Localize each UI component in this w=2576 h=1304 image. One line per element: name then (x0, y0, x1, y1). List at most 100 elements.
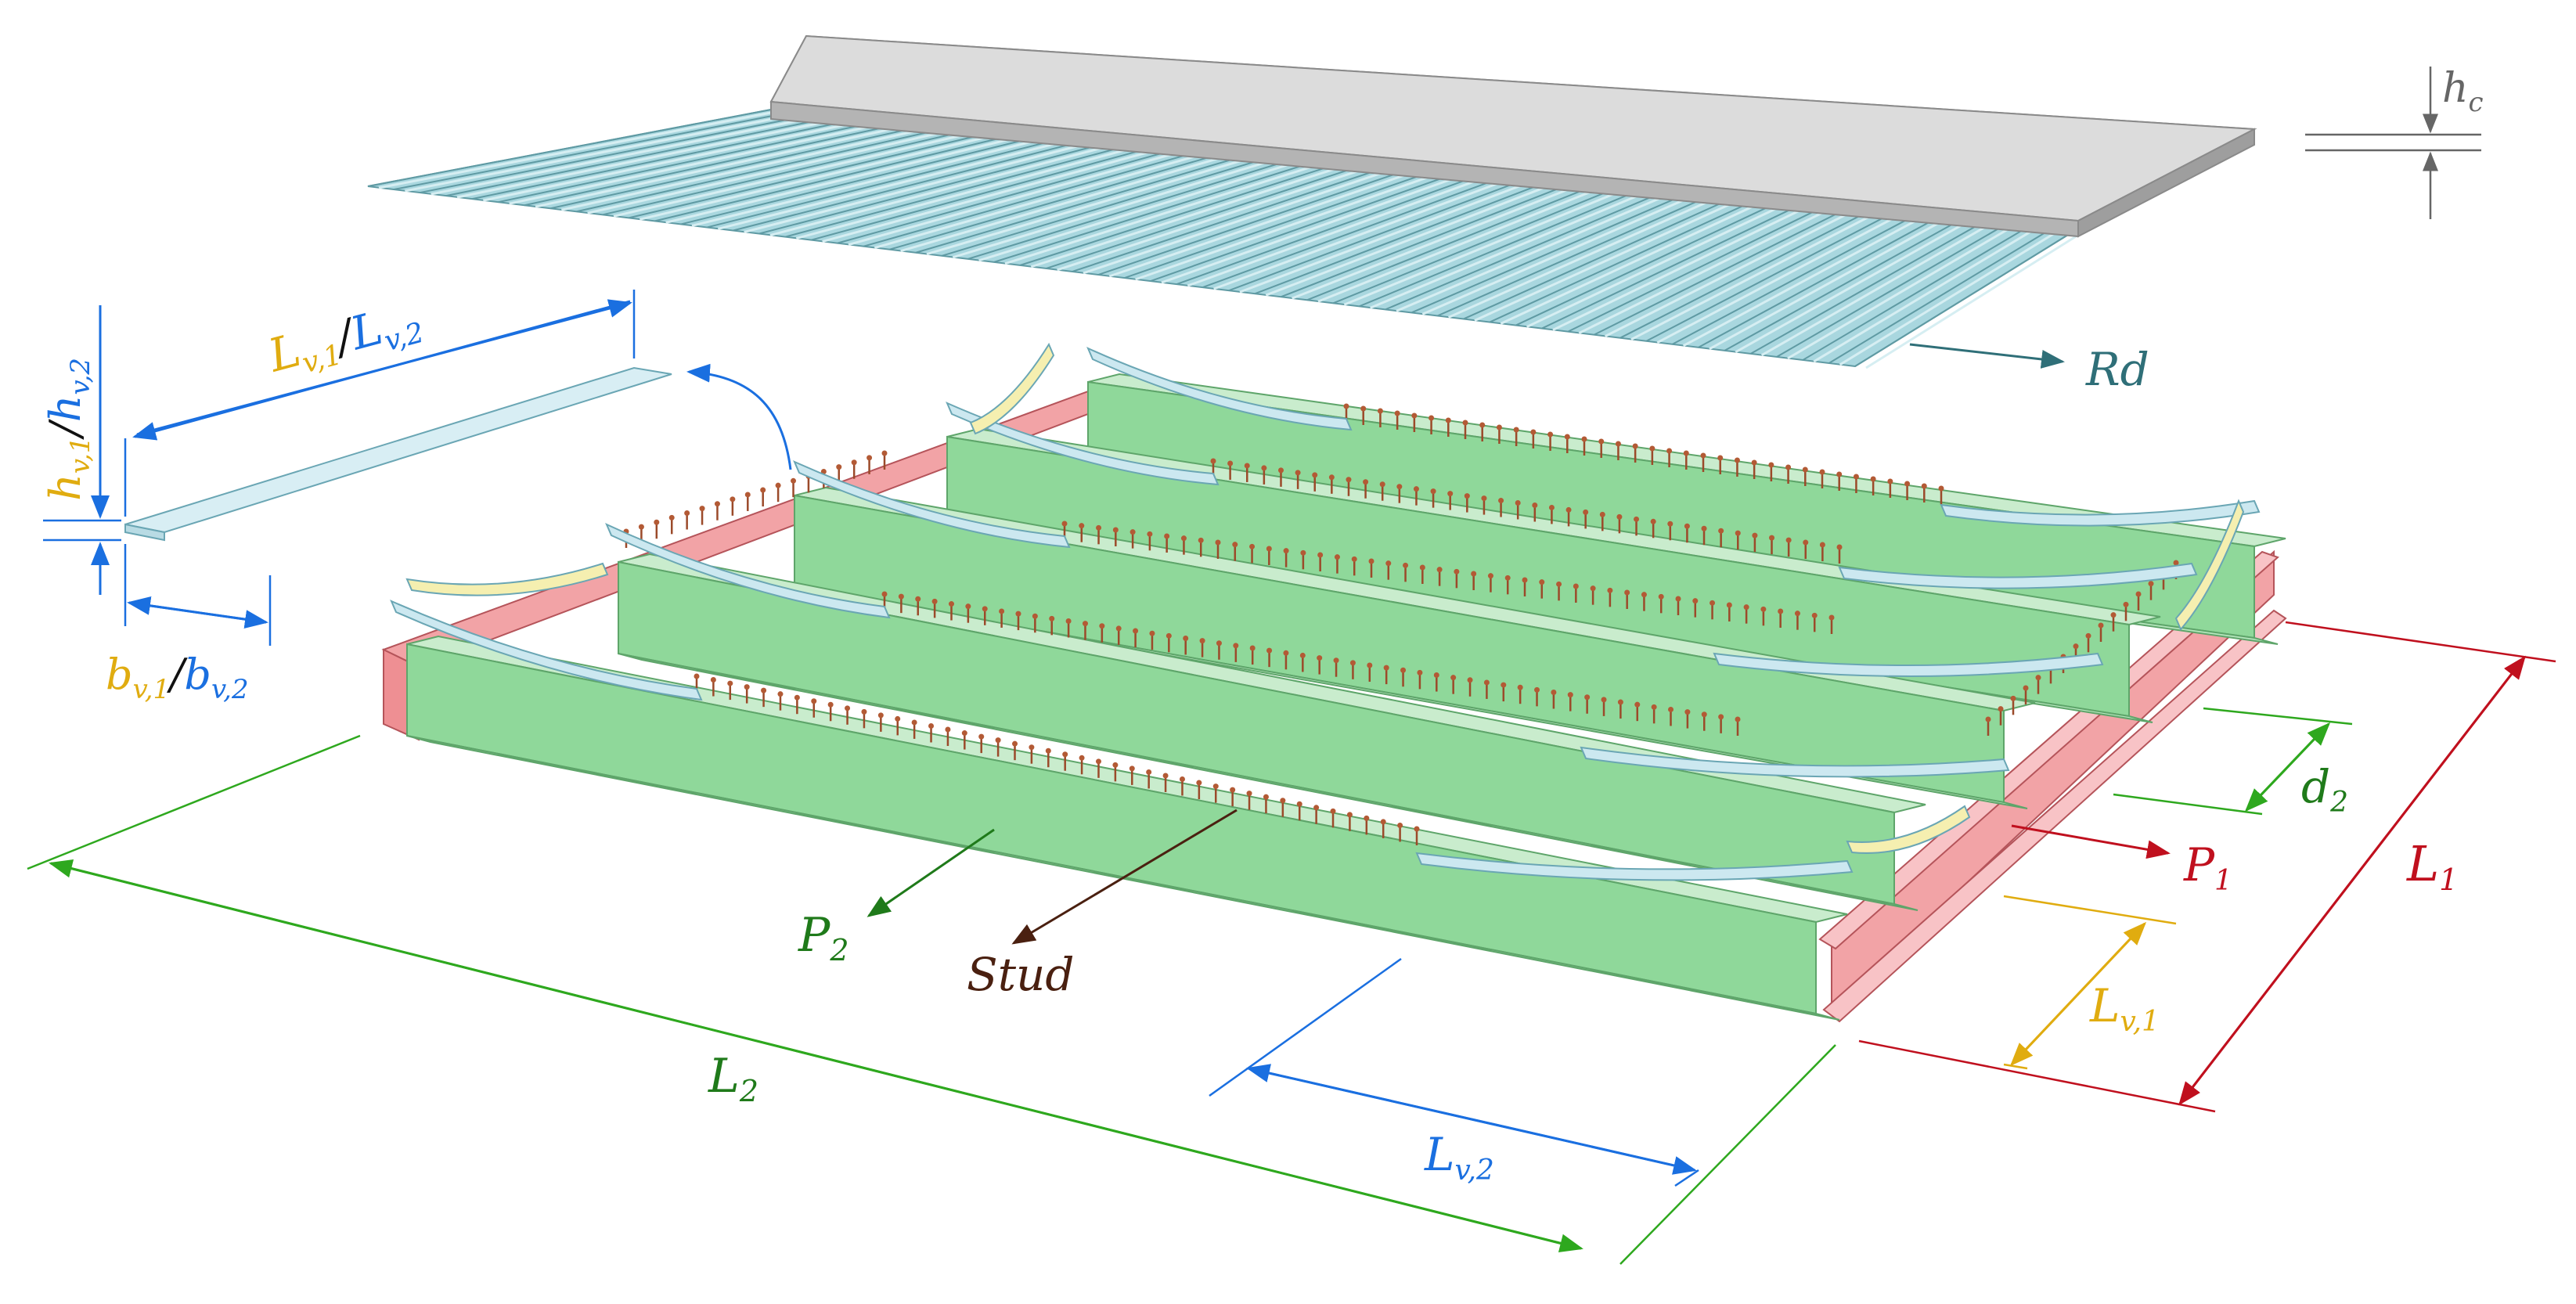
deck-rib-line (733, 138, 1093, 232)
stud-head (948, 601, 954, 607)
deck-rib-highlight (874, 149, 1216, 250)
deck-rib-highlight (1787, 222, 2018, 360)
deck-rib-highlight (1604, 207, 1857, 337)
stud-head (744, 492, 751, 498)
stud-head (1149, 630, 1155, 636)
deck-rib-highlight (1709, 216, 1949, 351)
stud-head (836, 464, 842, 470)
deck-rib-highlight (1552, 204, 1812, 331)
stud-head (1634, 701, 1641, 708)
stud-head (1467, 677, 1473, 683)
stud-head (1534, 686, 1540, 693)
l2-dimension (27, 734, 1836, 1265)
stiffener-strip (390, 600, 703, 701)
deck-rib-line (1306, 184, 1598, 301)
stud-head (1667, 521, 1673, 527)
deck-rib-line (1332, 186, 1620, 304)
stud-head (699, 506, 705, 512)
stud-head (1210, 458, 1216, 464)
stiffener-strip (969, 342, 1055, 435)
deck-rib-line (993, 159, 1322, 263)
stud-head (866, 455, 873, 461)
deck-rib-line (602, 128, 978, 216)
deck-rib-line (1359, 188, 1643, 308)
stud-head (1599, 511, 1605, 517)
stud-head (1317, 655, 1323, 661)
stud-head (861, 708, 867, 715)
stud-head (1598, 438, 1605, 445)
deck-rib-line (785, 142, 1139, 238)
stud-head (1751, 459, 1757, 466)
stud-head (2123, 601, 2129, 607)
stiffener-strip (793, 460, 1071, 549)
deck-rib-highlight (1239, 178, 1537, 294)
stud-head (1985, 716, 1991, 722)
shear-studs (623, 403, 2179, 845)
deck-rib-highlight (1135, 170, 1445, 281)
deck-rib-line (1228, 178, 1529, 292)
stud-head (730, 496, 736, 503)
stud-head (775, 482, 781, 488)
stud-head (714, 501, 720, 507)
stud-head (1147, 531, 1153, 537)
stud-head (1735, 716, 1741, 722)
deck-rib-line (889, 150, 1230, 250)
stud-head (1583, 509, 1589, 515)
stud-head (1363, 479, 1369, 485)
bv-pair-label: bv,1/bv,2 (106, 650, 249, 705)
stud-head (999, 608, 1005, 614)
deck-rib-line (1202, 175, 1505, 289)
stud-head (1504, 575, 1511, 581)
stiffener-strip (605, 522, 891, 619)
deck-rib-highlight (378, 110, 780, 189)
stud-head (1079, 755, 1085, 761)
deck-rib-line (550, 123, 932, 210)
stud-head (1065, 618, 1072, 625)
stud-head (1752, 532, 1758, 539)
deck-rib-highlight (1421, 193, 1697, 315)
deck-rib-highlight (431, 113, 825, 196)
stud-head (760, 487, 766, 493)
stud-head (1216, 640, 1222, 647)
deck-rib-line (472, 117, 863, 200)
stud-head (1146, 769, 1152, 775)
stud-head (965, 603, 971, 610)
stud-head (2073, 643, 2079, 650)
stud-head (1479, 422, 1486, 428)
deck-rib-highlight (665, 132, 1032, 224)
stud-head (1433, 672, 1439, 679)
p2-arrow (866, 828, 995, 917)
lv2-dimension (1209, 957, 1699, 1187)
stud-head (1726, 602, 1732, 608)
stud-head (1684, 709, 1691, 715)
deck-rib-highlight (1108, 168, 1421, 278)
stud-head (895, 715, 901, 722)
stud-head (638, 524, 644, 530)
stud-head (1590, 585, 1596, 592)
stiffener-plate (124, 366, 672, 534)
stud-head (1481, 495, 1487, 502)
deck-rib-line (758, 140, 1115, 235)
lv-pair-label: Lv,1/Lv,2 (262, 291, 427, 388)
deck-rib-line (680, 134, 1047, 225)
beam-bottom-flange (618, 653, 1918, 911)
stud-head (1517, 684, 1523, 690)
stud-head (1180, 535, 1187, 542)
stud-head (777, 691, 784, 697)
deck-rib-highlight (456, 116, 848, 199)
stud-head (1414, 826, 1420, 832)
stud-head (945, 726, 951, 733)
l1-label: L1 (2406, 835, 2458, 897)
slab-end (2077, 128, 2255, 238)
stud-head (1115, 625, 1122, 632)
deck-rib-highlight (1265, 181, 1559, 297)
stud-head (1351, 556, 1357, 562)
stud-head (1668, 706, 1674, 712)
deck-rib-highlight (1083, 166, 1399, 275)
stud-head (845, 705, 851, 711)
stud-leader (1011, 809, 1238, 945)
stud-head (915, 596, 921, 602)
stiffener-strip (1580, 746, 2010, 778)
stud-head (1778, 608, 1784, 614)
stud-head (1280, 798, 1286, 804)
